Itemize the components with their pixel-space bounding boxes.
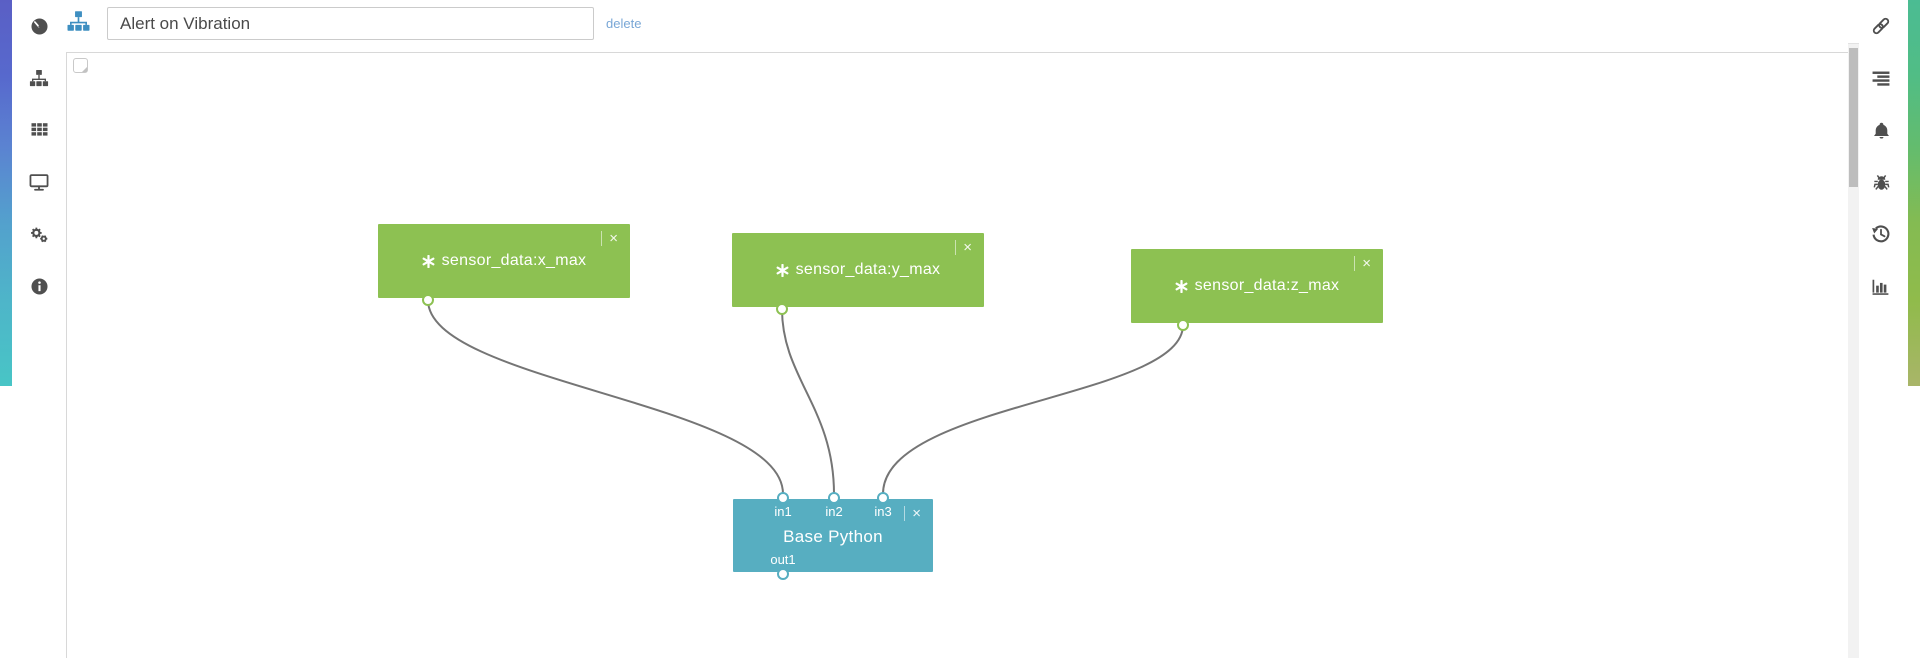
sitemap-icon[interactable] — [12, 52, 66, 104]
node-label-text: Base Python — [783, 527, 883, 546]
output-port-label: out1 — [770, 552, 796, 567]
bell-icon[interactable] — [1854, 104, 1908, 156]
node-label-text: sensor_data:x_max — [441, 252, 587, 269]
wire — [781, 308, 835, 495]
flow-name-input[interactable] — [107, 7, 594, 40]
table-icon[interactable] — [12, 104, 66, 156]
close-icon: × — [1362, 255, 1371, 272]
asterisk-icon — [1175, 279, 1188, 293]
canvas-select-checkbox[interactable] — [73, 58, 88, 73]
output-port[interactable] — [422, 294, 434, 306]
asterisk-icon — [776, 263, 789, 277]
node-sensor-z-max[interactable]: sensor_data:z_max × — [1131, 249, 1383, 323]
sitemap-icon — [67, 10, 90, 38]
node-base-python[interactable]: Base Python × in1 in2 in3 out1 — [733, 499, 933, 572]
input-port-label: in1 — [774, 504, 792, 519]
canvas-scrollbar — [1848, 43, 1859, 658]
separator — [955, 240, 957, 255]
delete-flow-link[interactable]: delete — [606, 16, 642, 31]
close-icon: × — [609, 230, 618, 247]
bug-icon[interactable] — [1854, 156, 1908, 208]
node-title: sensor_data:z_max — [1131, 249, 1383, 323]
output-port[interactable] — [1177, 319, 1189, 331]
node-title: sensor_data:y_max — [732, 233, 984, 307]
input-port[interactable] — [877, 492, 889, 504]
separator — [904, 506, 906, 521]
close-icon: × — [963, 239, 972, 256]
node-close-button[interactable]: × — [601, 231, 618, 246]
right-toolbar — [1854, 0, 1908, 312]
input-port-label: in2 — [825, 504, 843, 519]
dashboard-icon[interactable] — [12, 0, 66, 52]
chart-icon[interactable] — [1854, 260, 1908, 312]
node-label-text: sensor_data:z_max — [1194, 277, 1340, 294]
node-label-text: sensor_data:y_max — [795, 261, 941, 278]
wire — [427, 299, 784, 495]
left-gradient-strip — [0, 0, 12, 386]
node-close-button[interactable]: × — [955, 240, 972, 255]
wires-layer — [427, 299, 1184, 495]
link-icon[interactable] — [1854, 0, 1908, 52]
monitor-icon[interactable] — [12, 156, 66, 208]
flow-canvas[interactable]: sensor_data:x_max×sensor_data:y_max×sens… — [66, 52, 1849, 658]
scrollbar-thumb[interactable] — [1849, 48, 1858, 187]
separator — [1354, 256, 1356, 271]
input-port-label: in3 — [874, 504, 892, 519]
list-icon[interactable] — [1854, 52, 1908, 104]
asterisk-icon — [422, 254, 435, 268]
node-sensor-x-max[interactable]: sensor_data:x_max × — [378, 224, 630, 298]
node-close-button[interactable]: × — [904, 506, 921, 521]
left-toolbar — [12, 0, 66, 312]
info-icon[interactable] — [12, 260, 66, 312]
wire — [882, 324, 1184, 495]
output-port[interactable] — [777, 568, 789, 580]
input-port[interactable] — [828, 492, 840, 504]
settings-icon[interactable] — [12, 208, 66, 260]
right-gradient-strip — [1908, 0, 1920, 386]
close-icon: × — [912, 505, 921, 522]
separator — [601, 231, 603, 246]
input-port[interactable] — [777, 492, 789, 504]
history-icon[interactable] — [1854, 208, 1908, 260]
node-sensor-y-max[interactable]: sensor_data:y_max × — [732, 233, 984, 307]
node-close-button[interactable]: × — [1354, 256, 1371, 271]
node-title: sensor_data:x_max — [378, 224, 630, 298]
node-title: Base Python — [733, 525, 933, 549]
output-port[interactable] — [776, 303, 788, 315]
